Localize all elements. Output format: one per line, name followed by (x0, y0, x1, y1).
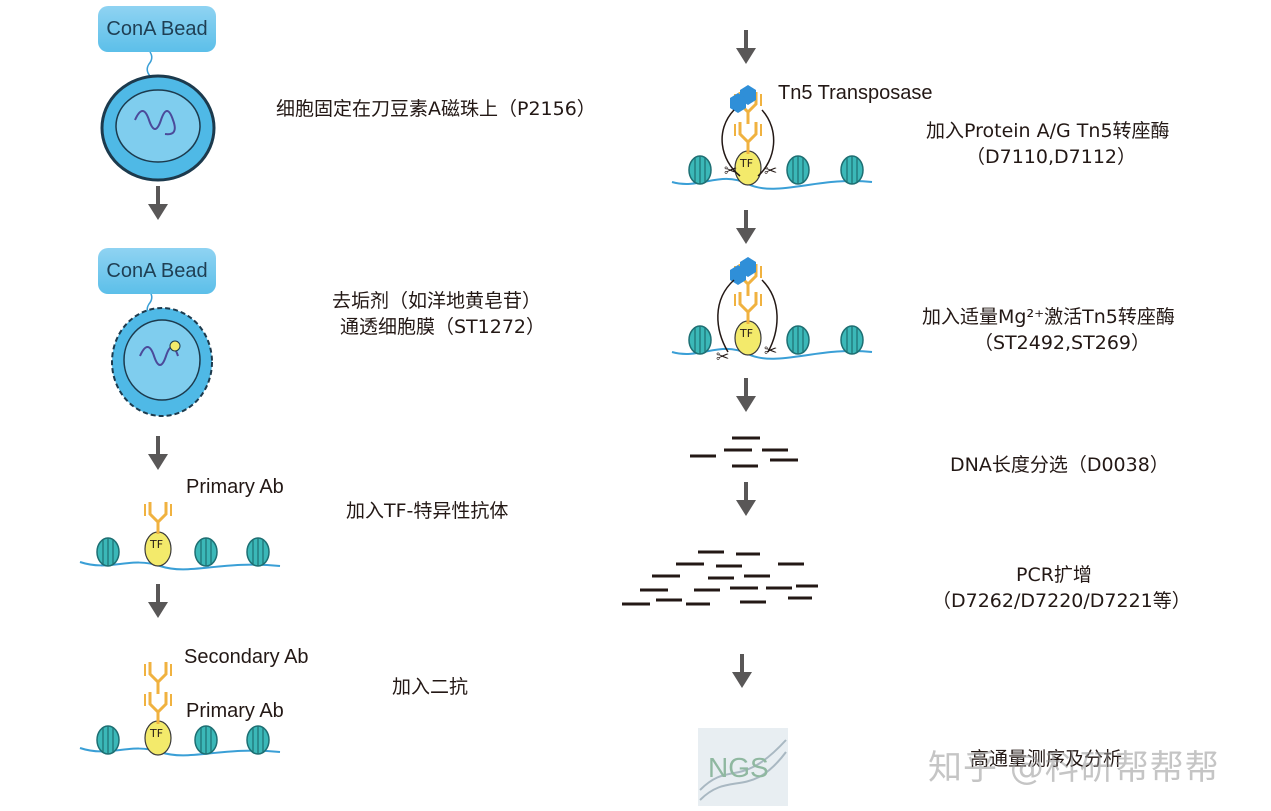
step2-label-line2: 通透细胞膜（ST1272） (340, 316, 546, 338)
chromatin-primary-ab (79, 500, 281, 571)
step8-label-line1: PCR扩增 (1016, 564, 1092, 586)
arrow-down-icon (734, 208, 758, 246)
step6-label-line2: （ST2492,ST269） (974, 332, 1150, 354)
arrow-down-icon (734, 480, 758, 518)
dna-fragments-sized (690, 436, 798, 468)
ngs-label: NGS (708, 752, 769, 783)
step5-label-line2: （D7110,D7112） (966, 146, 1137, 168)
step3-label: 加入TF-特异性抗体 (346, 500, 509, 522)
arrow-down-icon (146, 184, 170, 222)
svg-text:✂: ✂ (764, 341, 777, 360)
step9-label: 高通量测序及分析 (970, 748, 1123, 770)
tf-label: TF (740, 157, 754, 170)
chromatin-secondary-ab (79, 660, 281, 757)
arrow-down-icon (734, 376, 758, 414)
svg-text:✂: ✂ (724, 161, 737, 180)
tn5-label: Tn5 Transposase (778, 82, 933, 104)
arrow-down-icon (146, 434, 170, 472)
svg-text:✂: ✂ (716, 347, 729, 366)
step7-label: DNA长度分选（D0038） (950, 454, 1169, 476)
cona-bead: ConA Bead (98, 248, 216, 294)
pcr-amplified-fragments (622, 550, 818, 606)
arrow-down-icon (734, 28, 758, 66)
ngs-image (698, 728, 788, 806)
step4-label: 加入二抗 (392, 676, 469, 698)
permeabilized-cell (111, 291, 213, 417)
primary-ab-label: Primary Ab (186, 476, 284, 498)
cell-on-bead-1 (100, 51, 216, 182)
tf-label: TF (740, 327, 754, 340)
svg-text:✂: ✂ (764, 161, 777, 180)
step2-label-line1: 去垢剂（如洋地黄皂苷） (332, 290, 542, 312)
chromatin-tn5-activated: ✂ ✂ (671, 257, 873, 366)
tf-label: TF (150, 538, 164, 551)
step1-label: 细胞固定在刀豆素A磁珠上（P2156） (276, 98, 596, 120)
tf-label: TF (150, 727, 164, 740)
step5-label-line1: 加入Protein A/G Tn5转座酶 (926, 120, 1170, 142)
cona-bead: ConA Bead (98, 6, 216, 52)
step6-label-line1: 加入适量Mg²⁺激活Tn5转座酶 (922, 306, 1175, 328)
secondary-ab-label: Secondary Ab (184, 646, 309, 668)
arrow-down-icon (146, 582, 170, 620)
arrow-down-icon (730, 652, 754, 690)
step8-label-line2: （D7262/D7220/D7221等） (932, 590, 1191, 612)
primary-ab-label: Primary Ab (186, 700, 284, 722)
chromatin-tn5-bound: ✂ ✂ (671, 85, 873, 190)
watermark: 知乎 @科研帮帮帮 (928, 748, 1220, 788)
